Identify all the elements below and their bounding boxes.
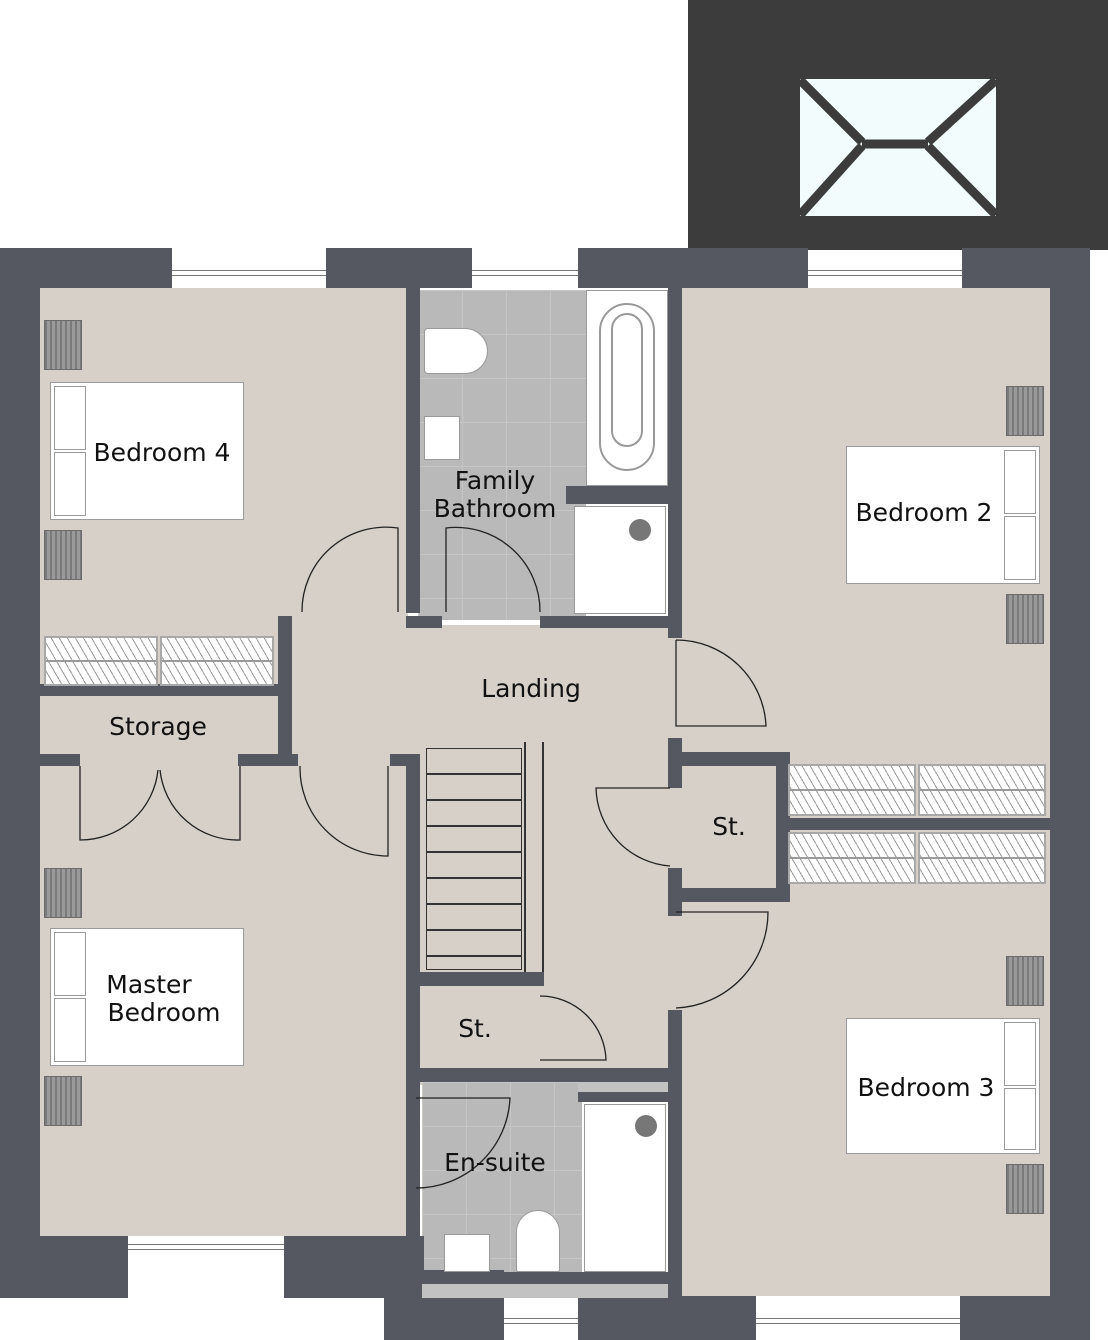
wall-bath-bottom [406,616,442,628]
label-master-1: Master [106,970,192,999]
wall-bed4-bath [406,288,420,613]
window-bedroom3 [756,1300,960,1340]
label-landing: Landing [481,674,581,703]
ensuite-shelf [422,1284,668,1298]
stair-banister [524,742,544,972]
wall-bottom-ens-right [578,1296,756,1340]
wall-right-store-bottom [668,888,786,902]
sink-bathroom [424,416,460,460]
wall-landing-left-top [278,616,292,756]
wall-top-1 [0,248,172,288]
wall-top-3 [578,248,808,288]
side-table [44,1076,82,1126]
side-table [44,530,82,580]
label-store-left: St. [458,1014,492,1043]
wardrobe [918,832,1046,884]
wall-left [0,248,40,1298]
wall-right-store-right [776,752,790,902]
wall-right-store-top [668,752,786,766]
label-master-2: Bedroom [107,998,221,1027]
window-bedroom4 [172,256,326,288]
pillow [54,998,86,1062]
shower-tray-bathroom [574,506,666,614]
label-bedroom2: Bedroom 2 [855,498,993,527]
label-storage: Storage [109,712,207,741]
right-store-floor [680,758,778,888]
wardrobe [788,764,916,816]
shower-drain-icon [629,519,651,541]
wall-bath-shower [566,486,670,504]
sink-ensuite [444,1234,490,1272]
shower-drain-icon [635,1115,657,1137]
wall-ensuite-right [668,1082,682,1296]
window-master [128,1236,284,1256]
pillow [1004,516,1036,580]
toilet-bathroom [424,328,488,374]
staircase[interactable] [426,748,522,970]
label-bedroom3: Bedroom 3 [857,1073,995,1102]
window-bathroom [472,256,578,288]
wall-stair-bottom [406,972,544,986]
wall-stair-top [390,754,420,766]
toilet-ensuite [516,1210,560,1272]
side-table [44,868,82,918]
side-table [1006,1164,1044,1214]
pillow [54,932,86,996]
pillow [54,452,86,516]
window-bedroom2 [808,256,962,288]
wall-bath-bottom-2 [540,616,680,628]
label-ensuite: En-suite [444,1148,546,1177]
storage-floor [40,696,278,756]
wall-ensuite-bottom [406,1272,682,1284]
wall-right [1050,248,1090,1340]
window-ensuite [504,1300,578,1340]
pillow [54,386,86,450]
pillow [1004,1088,1036,1150]
wardrobe [44,636,158,686]
side-table [1006,386,1044,436]
bathtub-inner [611,313,643,447]
wall-wardrobe-divider [786,818,1050,830]
label-bedroom4: Bedroom 4 [93,438,231,467]
side-table [1006,594,1044,644]
shower-tray-ensuite [584,1104,666,1272]
wall-top-4 [962,248,1090,288]
wall-ensuite-shower [578,1092,670,1102]
side-table [1006,956,1044,1006]
pillow [1004,450,1036,514]
wardrobe [788,832,916,884]
wardrobe [160,636,274,686]
wall-storage-bottom-l [40,754,80,766]
label-store-right: St. [712,812,746,841]
wall-storage-top [40,684,278,696]
side-table [44,320,82,370]
wardrobe [918,764,1046,816]
wall-bottom-right [960,1296,1090,1340]
label-family-bathroom-2: Bathroom [433,494,557,523]
wall-bath-bed2 [668,288,682,638]
bathtub [586,290,668,486]
wall-store-bottom [406,1068,682,1082]
ensuite-shelf-top [578,1082,668,1092]
label-family-bathroom-1: Family [454,466,536,495]
wall-top-2 [326,248,472,288]
pillow [1004,1022,1036,1086]
wall-storage-bottom-r [238,754,298,766]
wall-stair-left [406,754,420,1284]
bathtub-basin [599,303,655,471]
wall-bottom-1 [0,1236,128,1298]
skylight [796,75,1000,220]
